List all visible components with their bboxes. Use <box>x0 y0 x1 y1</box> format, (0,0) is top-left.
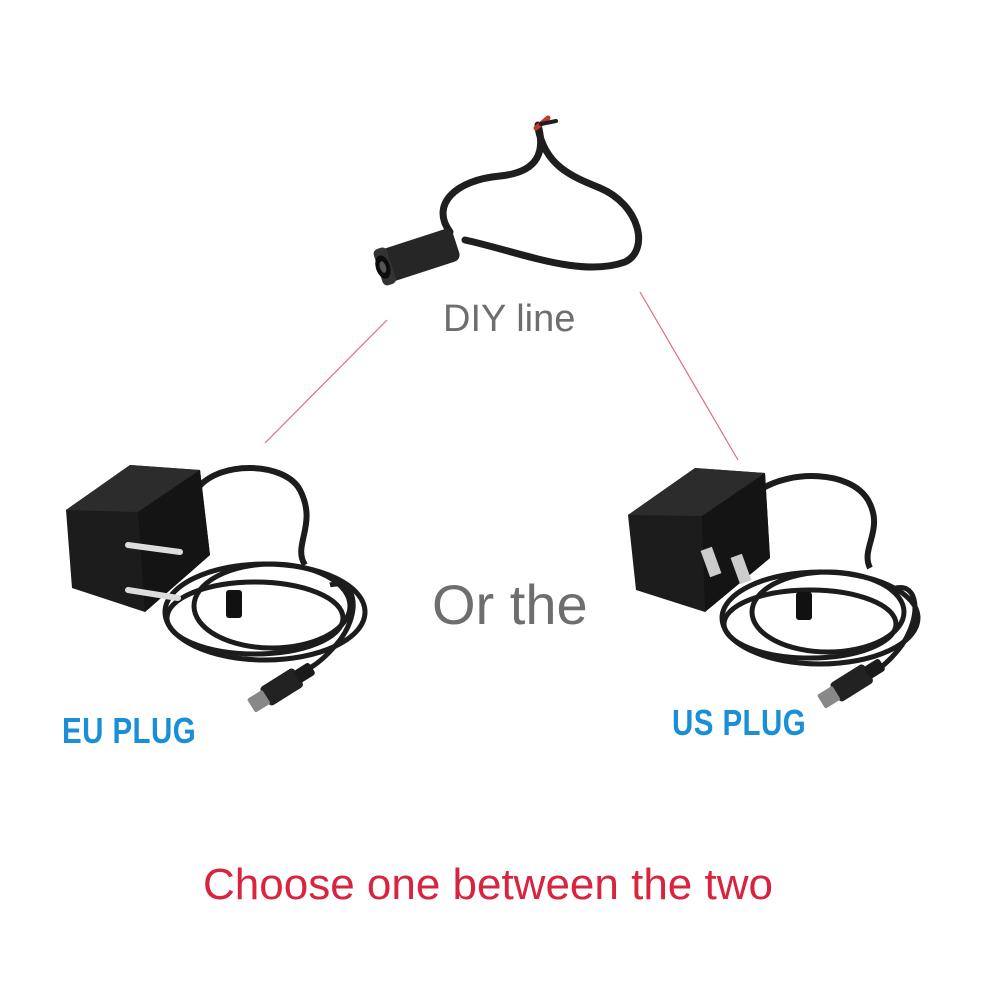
us-plug-label: US PLUG <box>672 702 807 743</box>
left-guide-line <box>264 319 388 444</box>
diy-line-label: DIY line <box>443 298 576 340</box>
us-adapter-icon <box>628 468 921 709</box>
eu-adapter-icon <box>66 465 368 713</box>
choose-one-caption: Choose one between the two <box>203 860 773 909</box>
right-guide-line <box>639 291 739 461</box>
or-the-label: Or the <box>432 573 588 636</box>
eu-plug-label: EU PLUG <box>62 710 197 751</box>
dc-cable-icon <box>373 115 643 286</box>
